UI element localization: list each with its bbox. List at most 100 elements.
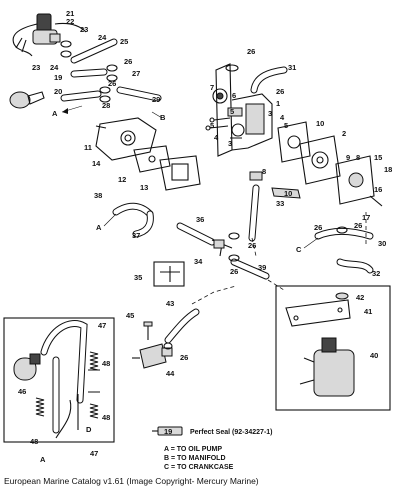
label-8b: 8 [262, 167, 266, 176]
label-33: 33 [276, 199, 284, 208]
label-2: 2 [342, 129, 346, 138]
label-4a: 4 [280, 113, 285, 122]
legend-b: B = TO MANIFOLD [164, 455, 226, 462]
hose-25 [70, 38, 118, 64]
hose-37 [132, 210, 154, 238]
label-10: 10 [316, 119, 324, 128]
label-29: 29 [152, 95, 160, 104]
label-4b: 4 [214, 133, 219, 142]
cap-assembly-15 [335, 155, 383, 207]
sealant-tube-icon [152, 426, 183, 436]
label-38: 38 [94, 191, 102, 200]
label-sealant-19: 19 [164, 427, 172, 436]
label-23b: 23 [32, 63, 40, 72]
label-26f: 26 [314, 223, 322, 232]
fittings-6-7 [212, 88, 243, 117]
label-45: 45 [126, 311, 134, 320]
label-41: 41 [364, 307, 372, 316]
hose-28-lower [60, 90, 102, 102]
hose-36 [176, 222, 216, 246]
screw-45 [143, 321, 153, 340]
label-11: 11 [84, 143, 92, 152]
label-10b: 10 [284, 189, 292, 198]
hose-43 [164, 308, 200, 344]
diaphragm-10 [277, 121, 311, 163]
label-40: 40 [370, 351, 378, 360]
label-26i: 26 [180, 353, 188, 362]
label-44: 44 [166, 369, 175, 378]
label-39: 39 [258, 263, 266, 272]
label-21: 21 [66, 9, 74, 18]
label-26c: 26 [247, 47, 255, 56]
hose-28 [70, 68, 108, 78]
label-36: 36 [196, 215, 204, 224]
bracket-20 [9, 91, 45, 109]
label-14: 14 [92, 159, 101, 168]
hose-38 [112, 202, 154, 218]
primer-valve-assembly [12, 13, 87, 57]
inset-fuel-lines [3, 317, 115, 443]
part-labels: 21 22 23 24 25 23 24 19 26 27 26 20 28 2… [18, 9, 392, 464]
flow-arrow-a-upper [61, 105, 83, 114]
label-13: 13 [140, 183, 148, 192]
dashed-leaders [191, 212, 367, 305]
copyright-caption: European Marine Catalog v1.61 (Image Cop… [4, 476, 259, 486]
label-42: 42 [356, 293, 364, 302]
label-12: 12 [118, 175, 126, 184]
label-5b: 5 [210, 121, 214, 130]
label-a-mid: A [96, 223, 102, 232]
hose-33 [248, 184, 260, 242]
label-8: 8 [356, 153, 360, 162]
check-valve-44 [132, 343, 173, 369]
fuel-pump-body [215, 63, 273, 157]
label-48b: 48 [102, 413, 110, 422]
sealant-text: Perfect Seal (92-34227-1) [190, 429, 273, 436]
tee-fitting-35 [153, 261, 185, 287]
label-24b: 24 [50, 63, 59, 72]
cover-2 [299, 135, 341, 185]
label-34: 34 [194, 257, 203, 266]
plate-13 [159, 155, 201, 191]
legend: A = TO OIL PUMP B = TO MANIFOLD C = TO C… [164, 446, 234, 471]
label-26a: 26 [124, 57, 132, 66]
label-d: D [86, 425, 92, 434]
screws-3-4-5 [205, 117, 242, 139]
label-31: 31 [288, 63, 296, 72]
label-a-upper: A [52, 109, 58, 118]
label-15: 15 [374, 153, 382, 162]
label-26b: 26 [108, 79, 116, 88]
label-18: 18 [384, 165, 392, 174]
label-20: 20 [54, 87, 62, 96]
label-6: 6 [232, 91, 236, 100]
legend-c: C = TO CRANKCASE [164, 464, 234, 471]
label-26h: 26 [230, 267, 238, 276]
hose-39 [230, 258, 270, 280]
label-46: 46 [18, 387, 26, 396]
label-24: 24 [98, 33, 107, 42]
label-9: 9 [346, 153, 350, 162]
label-28: 28 [102, 101, 110, 110]
gasket-12 [133, 145, 171, 173]
adapter-plate-11-14 [95, 117, 157, 161]
label-22: 22 [66, 17, 74, 26]
legend-a: A = TO OIL PUMP [164, 446, 222, 453]
label-b-upper: B [160, 113, 166, 122]
label-43: 43 [166, 299, 174, 308]
hose-32 [336, 258, 374, 274]
label-25: 25 [120, 37, 128, 46]
hose-29 [116, 86, 162, 102]
label-23: 23 [80, 25, 88, 34]
tee-fitting-34 [211, 239, 233, 257]
label-17: 17 [362, 213, 370, 222]
label-32: 32 [372, 269, 380, 278]
label-26g: 26 [354, 221, 362, 230]
label-19: 19 [54, 73, 62, 82]
flow-arrow-c-mid [303, 237, 319, 249]
fitting-8 [249, 171, 263, 181]
clamps-upper-left [60, 40, 118, 103]
label-1: 1 [276, 99, 280, 108]
label-5a: 5 [230, 107, 234, 116]
label-3a: 3 [268, 109, 272, 118]
label-48c: 48 [30, 437, 38, 446]
label-47b: 47 [90, 449, 98, 458]
